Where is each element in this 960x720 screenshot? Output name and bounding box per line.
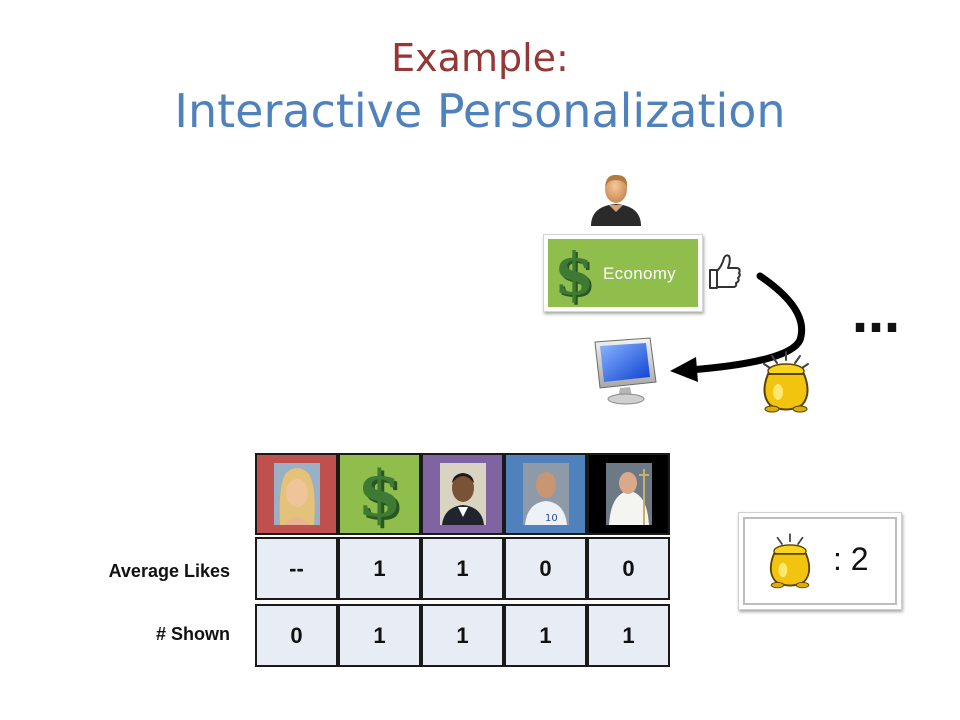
row-label-shown: # Shown bbox=[155, 624, 230, 644]
curved-arrow-icon bbox=[670, 272, 806, 382]
user-icon bbox=[591, 174, 641, 226]
row-label-average-likes: Average Likes bbox=[108, 561, 230, 581]
pot-of-gold-icon bbox=[763, 351, 809, 413]
avg-likes-cell: 1 bbox=[421, 537, 504, 600]
pop-singer-photo bbox=[273, 463, 320, 525]
shown-count-cell: 1 bbox=[338, 604, 421, 667]
header-pope bbox=[587, 453, 670, 535]
pope-photo bbox=[605, 463, 652, 525]
ellipsis: … bbox=[852, 288, 902, 344]
avg-likes-cell: 1 bbox=[338, 537, 421, 600]
shown-count-cell: 1 bbox=[587, 604, 670, 667]
title-interactive-personalization: Interactive Personalization bbox=[174, 84, 786, 138]
header-politician bbox=[421, 453, 504, 535]
politician-photo bbox=[439, 463, 486, 525]
header-pop-singer bbox=[255, 453, 338, 535]
header-footballer: 10 bbox=[504, 453, 587, 535]
header-economy: $ bbox=[338, 453, 421, 535]
title-example: Example: bbox=[391, 36, 569, 80]
avg-likes-cell: 0 bbox=[504, 537, 587, 600]
pot-of-gold-icon bbox=[769, 533, 811, 589]
computer-monitor-icon bbox=[594, 337, 657, 405]
shown-count-cell: 0 bbox=[255, 604, 338, 667]
economy-card: $ Economy bbox=[543, 234, 703, 312]
reward-box: : 2 bbox=[738, 512, 902, 610]
stats-table: $ 10 -- 1 1 0 0 0 1 1 1 bbox=[255, 453, 671, 667]
footballer-photo: 10 bbox=[522, 463, 569, 525]
avg-likes-cell: 0 bbox=[587, 537, 670, 600]
dollar-icon: $ bbox=[357, 457, 402, 532]
economy-label: Economy bbox=[603, 264, 676, 283]
thumbs-up-icon bbox=[709, 254, 741, 289]
shown-count-cell: 1 bbox=[504, 604, 587, 667]
dollar-icon: $ bbox=[554, 240, 595, 308]
shown-count-cell: 1 bbox=[421, 604, 504, 667]
avg-likes-cell: -- bbox=[255, 537, 338, 600]
svg-text:10: 10 bbox=[545, 513, 558, 524]
reward-count: : 2 bbox=[833, 541, 869, 577]
